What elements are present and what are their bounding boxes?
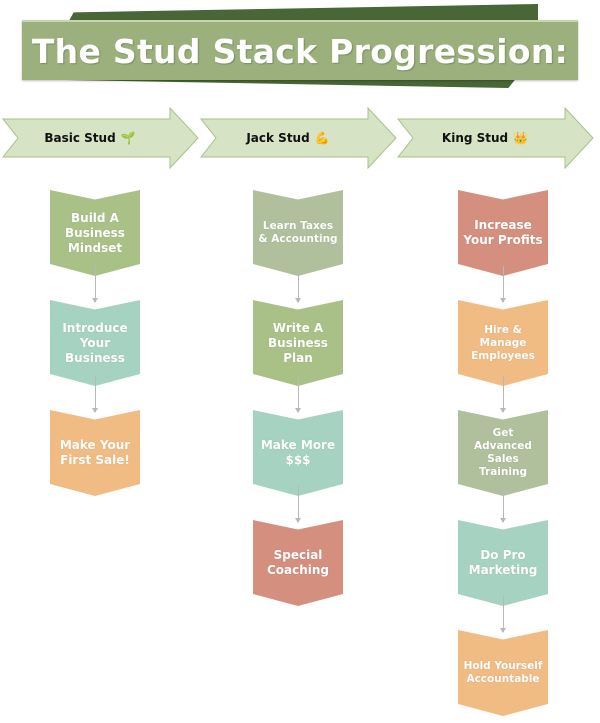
step-chevron-shape: [458, 630, 548, 716]
step-connector-arrow: [295, 266, 301, 303]
stage-arrow-shape: [200, 107, 397, 169]
stage-label: Basic Stud 🌱: [2, 107, 178, 169]
step-chevron: Build A Business Mindset: [50, 190, 140, 276]
step-chevron-shape: [253, 520, 343, 606]
step-chevron-shape: [50, 300, 140, 386]
stage-arrow-king-stud: King Stud 👑: [397, 107, 595, 169]
step-chevron-shape: [253, 190, 343, 276]
step-label: Hold Yourself Accountable: [463, 660, 543, 685]
step-chevron-shape: [50, 410, 140, 496]
step-chevron: Write A Business Plan: [253, 300, 343, 386]
stage-name: Jack Stud: [246, 131, 310, 145]
step-label: Make Your First Sale!: [59, 438, 131, 467]
step-chevron-shape: [458, 190, 548, 276]
step-connector-arrow: [295, 486, 301, 523]
step-label: Get Advanced Sales Training: [474, 427, 532, 478]
stage-arrow-fill: [397, 107, 594, 169]
step-label: Do Pro Marketing: [468, 548, 538, 577]
step-chevron-shape: [458, 300, 548, 386]
step-chevron-shape: [458, 520, 548, 606]
stage-arrow-fill: [2, 107, 199, 169]
title-banner-group: The Stud Stack Progression:: [22, 4, 578, 88]
step-label: Build A Business Mindset: [65, 210, 125, 255]
step-chevron-shape: [458, 410, 548, 496]
stage-arrow-basic-stud: Basic Stud 🌱: [2, 107, 200, 169]
flexed-bicep-icon: 💪: [314, 131, 330, 145]
stage-arrow-shape: [2, 107, 199, 169]
step-chevron: Increase Your Profits: [458, 190, 548, 276]
step-chevron: Hold Yourself Accountable: [458, 630, 548, 716]
step-connector-arrow: [92, 376, 98, 413]
step-connector-arrow: [500, 596, 506, 633]
title-banner: The Stud Stack Progression:: [22, 20, 578, 80]
step-chevron: Introduce Your Business: [50, 300, 140, 386]
step-chevron-shape: [253, 300, 343, 386]
step-connector-arrow: [92, 266, 98, 303]
stage-arrow-jack-stud: Jack Stud 💪: [200, 107, 398, 169]
step-chevron: Make More $$$: [253, 410, 343, 496]
step-connector-arrow: [500, 376, 506, 413]
sprout-icon: 🌱: [120, 131, 136, 145]
step-connector-arrow: [295, 376, 301, 413]
stage-label: Jack Stud 💪: [200, 107, 376, 169]
stage-label: King Stud 👑: [397, 107, 573, 169]
stage-arrow-shape: [397, 107, 594, 169]
step-chevron-shape: [50, 190, 140, 276]
stage-arrow-fill: [200, 107, 397, 169]
step-label: Increase Your Profits: [463, 218, 543, 247]
crown-icon: 👑: [513, 131, 529, 145]
step-chevron: Special Coaching: [253, 520, 343, 606]
step-chevron: Do Pro Marketing: [458, 520, 548, 606]
step-connector-arrow: [500, 486, 506, 523]
step-chevron: Get Advanced Sales Training: [458, 410, 548, 496]
step-label: Special Coaching: [266, 548, 330, 577]
step-label: Write A Business Plan: [268, 320, 328, 365]
step-label: Make More $$$: [260, 438, 336, 467]
step-connector-arrow: [500, 266, 506, 303]
step-chevron-shape: [253, 410, 343, 496]
step-label: Learn Taxes & Accounting: [258, 220, 338, 245]
step-label: Introduce Your Business: [62, 320, 128, 365]
step-chevron: Hire & Manage Employees: [458, 300, 548, 386]
step-label: Hire & Manage Employees: [471, 323, 535, 362]
stage-name: Basic Stud: [44, 131, 116, 145]
step-chevron: Learn Taxes & Accounting: [253, 190, 343, 276]
step-chevron: Make Your First Sale!: [50, 410, 140, 496]
stage-name: King Stud: [441, 131, 509, 145]
page-title: The Stud Stack Progression:: [31, 31, 569, 71]
